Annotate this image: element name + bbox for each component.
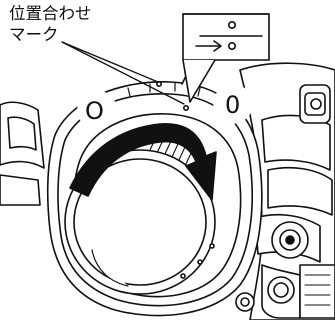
callout-leaders: [61, 41, 185, 105]
left-alignment-mark: O: [77, 90, 117, 130]
inset-callout: [181, 13, 270, 103]
callout-label-line1: 位置合わせ: [9, 4, 92, 23]
inset-arrow-icon: [195, 40, 222, 52]
right-alignment-mark: 0: [213, 84, 253, 124]
right-mark-text: 0: [225, 91, 240, 119]
left-bracket: [0, 101, 45, 206]
camera-body: [235, 62, 335, 320]
callout-label-line2: マーク: [9, 25, 59, 44]
mark-dot-1: [156, 81, 163, 88]
mark-dot-2: [183, 105, 190, 112]
front-lens: [64, 149, 216, 295]
left-mark-text: O: [85, 97, 104, 125]
rotation-arrow-icon: [69, 122, 217, 201]
